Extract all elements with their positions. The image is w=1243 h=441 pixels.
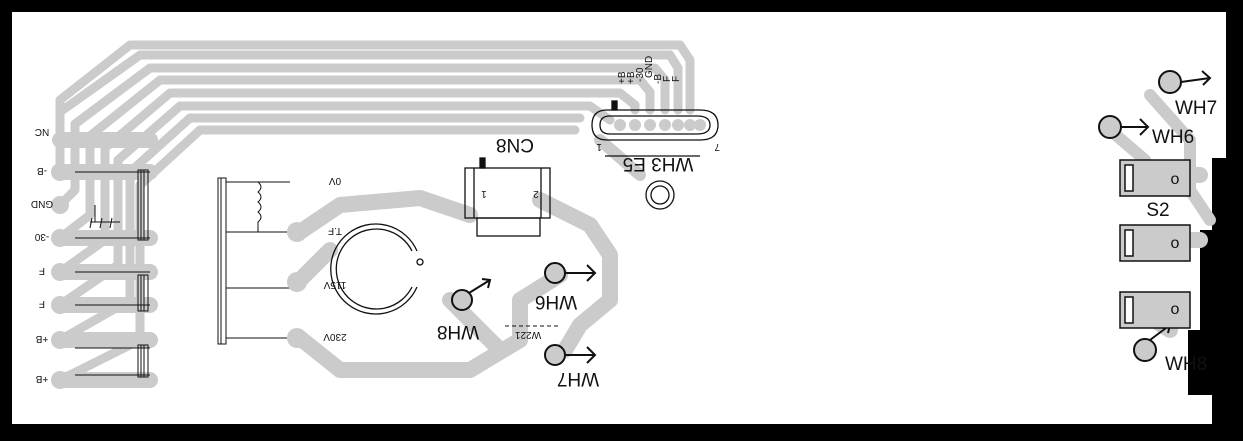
left-terminal-pads [51,163,69,389]
transformer-tap-labels: 0V T.F 115V 230V [323,175,347,342]
s2-pin: o [1171,235,1180,252]
top-connector-pads [614,119,706,131]
top-connector-pin-labels: F F -B GND -30 +B +B [617,56,682,84]
pin-label: -B [653,74,664,84]
tap-label: 0V [329,175,342,186]
transformer [217,177,290,345]
top-connector [591,100,719,210]
pin-label: F [662,76,673,82]
terminal-label: NC [35,126,49,137]
pin-label: +B [626,71,637,84]
wh7-right-label: WH7 [1175,98,1217,119]
traces [55,40,695,385]
cn8-pin2: 2 [533,188,539,199]
terminal-label: +B [35,333,48,344]
left-terminal-labels: NC -B GND -30 F F +B +B [31,126,53,384]
mounting-cutout [330,223,424,315]
pin-label: GND [644,56,655,78]
mid-wire-holes [451,262,597,366]
wh6-mid-label: WH6 [535,291,577,312]
s2-label: S2 [1146,200,1169,221]
wh7-mid-label: WH7 [557,368,599,389]
terminal-label: GND [31,198,53,209]
cn8-label: CN8 [496,134,534,155]
terminal-label: -B [37,165,47,176]
tap-label: 230V [323,331,347,342]
s2-pin: o [1171,171,1180,188]
s2-pin: o [1171,301,1180,318]
pin-label: +B [617,71,628,84]
w221-label: W221 [515,329,542,340]
tap-label: 115V [323,279,346,290]
cn8-connector [464,157,551,237]
left-connectors [75,169,150,378]
transformer-pads [287,222,307,348]
wh6-right-label: WH6 [1152,127,1194,148]
pin-label: -30 [635,67,646,82]
cn8-pin1: 1 [481,188,487,199]
terminal-label: F [39,265,45,276]
tap-label: T.F [328,225,342,236]
wide-traces [52,132,1208,388]
wh3-e5-label: WH3 E5 [623,153,694,174]
terminal-label: F [39,298,45,309]
top-connector-pin1: 1 [596,141,602,152]
terminal-label: +B [35,373,48,384]
pin-label: F [671,76,682,82]
wh8-right-label: WH8 [1165,354,1207,375]
top-connector-pin7: 7 [714,141,720,152]
right-wire-holes [1098,70,1212,362]
s2-switch [1119,159,1191,329]
wh8-mid-label: WH8 [437,321,479,342]
terminal-label: -30 [34,231,49,242]
